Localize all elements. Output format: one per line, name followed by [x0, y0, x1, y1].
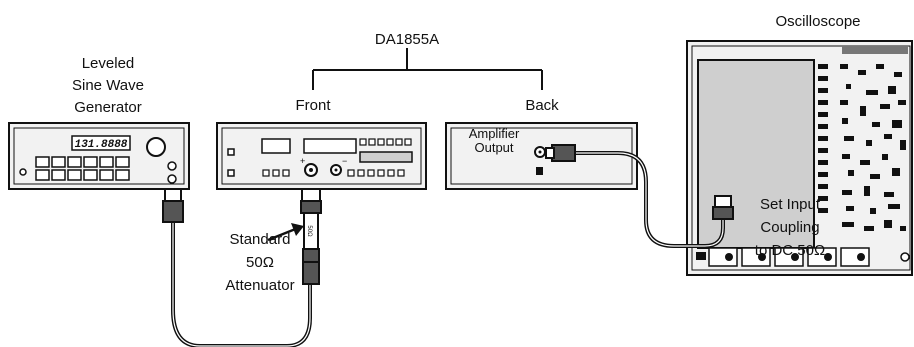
attenuator-label-line1: Standard — [229, 231, 291, 248]
back-label: Back — [525, 97, 559, 114]
da1855a-back-panel — [445, 122, 638, 190]
generator-display-text: 131.8888 — [75, 139, 128, 151]
front-minus-sign: − — [342, 156, 347, 166]
coupling-label-line2: Coupling — [760, 219, 820, 236]
attenuator-label-line3: Attenuator — [225, 277, 295, 294]
generator-keypad — [35, 156, 130, 181]
da1855a-bracket — [312, 48, 543, 90]
generator-display — [71, 135, 131, 151]
attenuator-device: 50Ω — [302, 212, 320, 263]
da1855a-label: DA1855A — [374, 31, 440, 48]
oscilloscope — [686, 40, 913, 276]
cable-inner-highlight — [172, 152, 724, 347]
coupling-label-line1: Set Input — [759, 196, 821, 213]
da1855a-front-panel — [216, 122, 427, 190]
coupling-label-line3: to DC 50Ω — [754, 242, 826, 259]
oscilloscope-channel-inputs — [708, 247, 870, 267]
front-label: Front — [295, 97, 331, 114]
amplifier-output-label-line2: Output — [474, 140, 514, 155]
generator-label-line1: Leveled — [81, 55, 135, 72]
generator-knob — [146, 137, 166, 157]
front-plus-sign: + — [300, 156, 305, 166]
generator-label-line3: Generator — [74, 99, 142, 116]
oscilloscope-label: Oscilloscope — [775, 13, 861, 30]
sine-wave-generator — [8, 122, 190, 190]
attenuator-arrow — [267, 223, 304, 242]
svg-text:50Ω: 50Ω — [306, 225, 312, 237]
amplifier-output-label-line1: Amplifier — [468, 126, 520, 141]
attenuator-label-line2: 50Ω — [246, 254, 274, 271]
generator-label-line2: Sine Wave — [72, 77, 144, 94]
oscilloscope-controls — [818, 64, 906, 231]
